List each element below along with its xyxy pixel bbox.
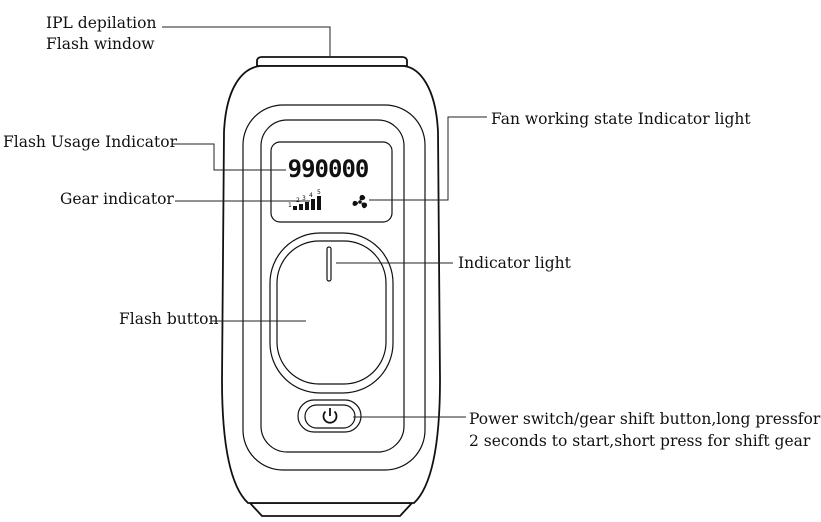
label-fan: Fan working state Indicator light (491, 110, 751, 128)
flash-counter-display: 990000 (288, 155, 369, 183)
indicator-light (326, 246, 332, 282)
label-indicator-light: Indicator light (458, 254, 572, 272)
label-power-line2: 2 seconds to start,short press for shift… (469, 432, 811, 450)
leader-lines (162, 26, 487, 418)
fan-icon (352, 194, 368, 209)
gear-level-4: 4 (309, 192, 313, 199)
label-flash-usage: Flash Usage Indicator (3, 133, 178, 151)
device-shell (221, 65, 441, 504)
label-gear: Gear indicator (60, 190, 174, 208)
front-panel (242, 104, 426, 471)
power-icon (322, 408, 338, 424)
leader-fan (369, 116, 487, 201)
leader-flash-usage (172, 143, 286, 171)
gear-level-1: 1 (288, 202, 292, 209)
power-button-frame (297, 399, 362, 433)
label-flash-button: Flash button (119, 310, 219, 328)
device-base (247, 502, 415, 517)
device: 990000 1 2 3 4 5 (221, 56, 441, 517)
flash-button-frame (269, 232, 394, 394)
labels: IPL depilation Flash window Flash Usage … (3, 14, 821, 450)
label-power-line1: Power switch/gear shift button,long pres… (469, 410, 821, 428)
flash-window-cap (256, 56, 408, 67)
label-ipl-line2: Flash window (46, 35, 155, 53)
leader-ipl (162, 26, 331, 56)
gear-level-bars (293, 196, 321, 210)
label-ipl-line1: IPL depilation (46, 14, 156, 32)
gear-level-5: 5 (317, 189, 321, 196)
control-panel (260, 119, 405, 453)
gear-level-3: 3 (302, 195, 306, 202)
lcd-screen (270, 141, 393, 223)
flash-button[interactable] (276, 240, 387, 385)
